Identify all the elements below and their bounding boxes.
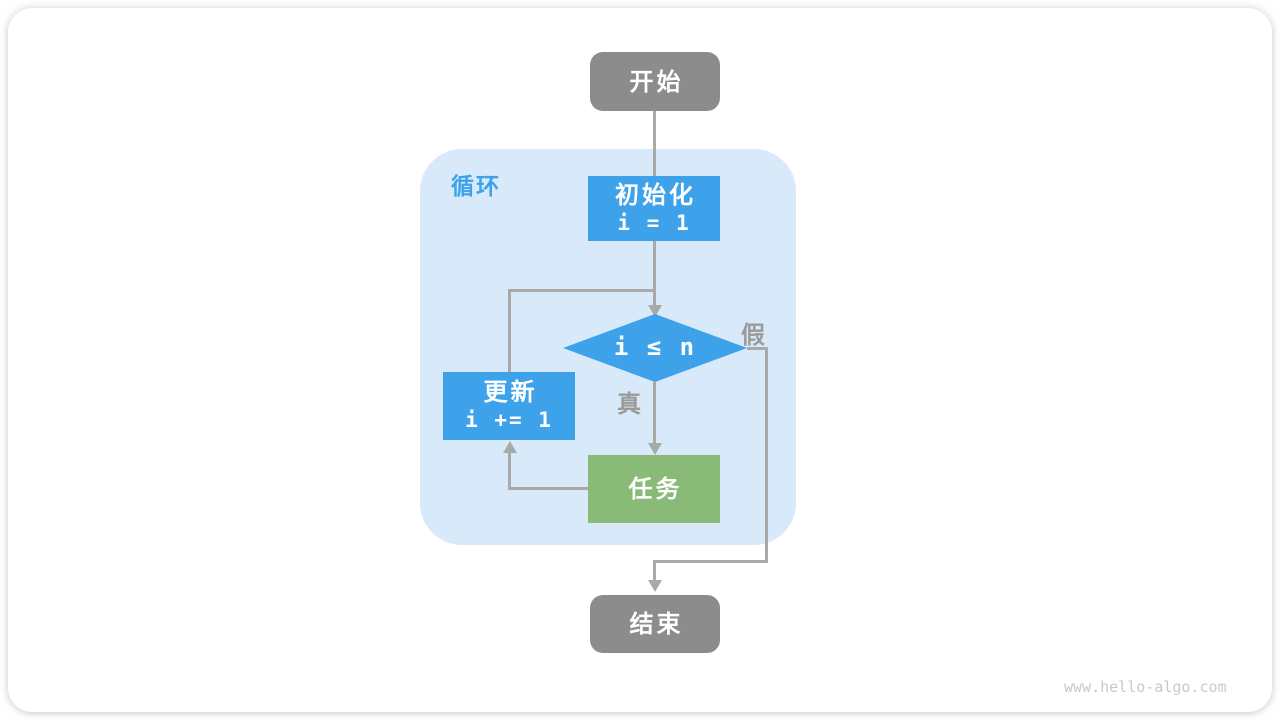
node-update: 更新 i += 1	[443, 372, 575, 440]
node-update-title: 更新	[483, 378, 538, 407]
edge-task-update-horizontal	[508, 487, 590, 490]
node-start-label: 开始	[629, 67, 684, 96]
edge-false-horizontal-top	[747, 347, 768, 350]
node-start: 开始	[590, 52, 720, 111]
node-task-label: 任务	[628, 475, 683, 503]
loop-region-label: 循环	[451, 174, 501, 200]
edge-condition-task	[653, 382, 656, 443]
edge-false-into-end	[653, 560, 656, 582]
arrowhead-task-icon	[648, 443, 662, 455]
false-branch-label: 假	[741, 321, 765, 349]
true-branch-label: 真	[617, 390, 641, 418]
edge-false-vertical	[765, 347, 768, 563]
edge-update-loopback-vertical	[508, 289, 511, 373]
edge-update-loopback-horizontal	[508, 289, 656, 292]
node-end-label: 结束	[629, 610, 684, 638]
node-init: 初始化 i = 1	[588, 176, 720, 241]
node-init-title: 初始化	[615, 180, 696, 209]
arrowhead-condition-icon	[648, 305, 662, 317]
edge-init-condition	[653, 241, 656, 306]
node-init-code: i = 1	[617, 210, 691, 235]
arrowhead-update-icon	[503, 441, 517, 453]
node-update-code: i += 1	[465, 408, 553, 433]
watermark-text: www.hello-algo.com	[1064, 678, 1227, 696]
node-condition-code: i ≤ n	[613, 333, 697, 362]
arrowhead-end-icon	[648, 580, 662, 592]
edge-false-horizontal-bottom	[653, 560, 768, 563]
edge-start-init	[653, 111, 656, 176]
node-task: 任务	[588, 455, 720, 523]
edge-task-update-vertical	[508, 453, 511, 490]
node-end: 结束	[590, 595, 720, 653]
